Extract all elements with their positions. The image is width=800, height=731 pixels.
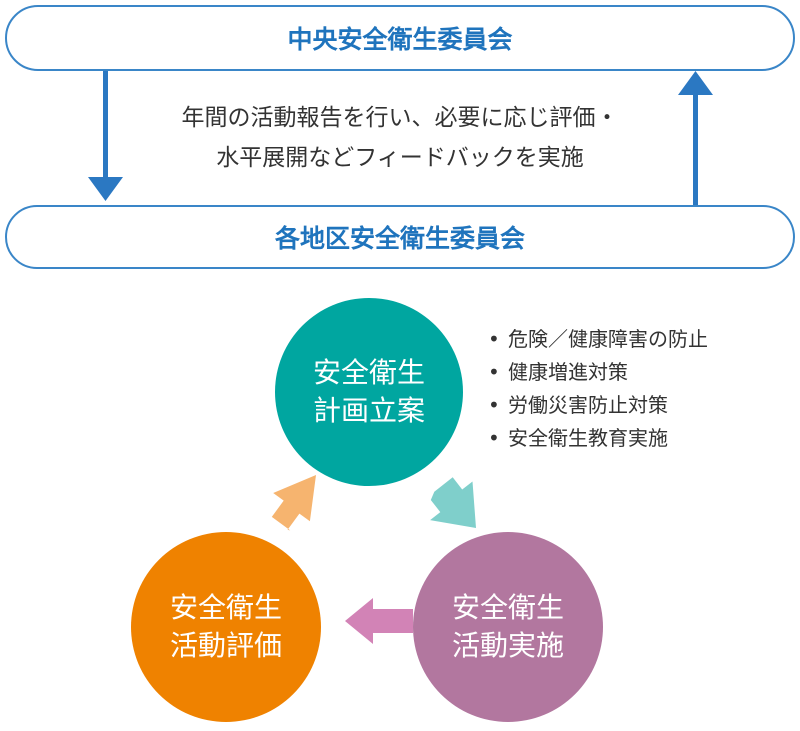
evaluate-circle: 安全衛生 活動評価: [131, 532, 321, 722]
bullet-icon: •: [488, 393, 500, 417]
regional-committee-box: 各地区安全衛生委員会: [5, 205, 795, 269]
do-to-evaluate-arrow: [345, 598, 413, 644]
up-arrow: [678, 71, 713, 205]
plan-to-do-arrow: [430, 477, 476, 528]
central-committee-label: 中央安全衛生委員会: [287, 25, 513, 54]
do-label-line-2: 活動実施: [451, 629, 564, 662]
regional-committee-label: 各地区安全衛生委員会: [274, 224, 525, 253]
plan-label-line-1: 安全衛生: [312, 356, 425, 389]
bullet-icon: •: [488, 426, 500, 450]
feedback-description: 年間の活動報告を行い、必要に応じ評価・ 水平展開などフィードバックを実施: [0, 98, 800, 178]
do-label-line-1: 安全衛生: [451, 591, 564, 624]
plan-circle: 安全衛生 計画立案: [275, 298, 463, 486]
central-committee-box: 中央安全衛生委員会: [5, 5, 795, 71]
plan-label-line-2: 計画立案: [312, 394, 425, 427]
evaluate-to-plan-arrow: [271, 475, 316, 531]
list-item: •安全衛生教育実施: [488, 422, 708, 455]
committee-flow-arrows: [88, 71, 713, 205]
plan-measures-list: •危険／健康障害の防止 •健康増進対策 •労働災害防止対策 •安全衛生教育実施: [488, 323, 708, 455]
evaluate-label-line-2: 活動評価: [169, 629, 282, 662]
bullet-icon: •: [488, 327, 500, 351]
feedback-line-2: 水平展開などフィードバックを実施: [216, 145, 584, 171]
evaluate-label-line-1: 安全衛生: [169, 591, 282, 624]
feedback-line-1: 年間の活動報告を行い、必要に応じ評価・: [181, 105, 619, 131]
list-item: •労働災害防止対策: [488, 389, 708, 422]
list-item: •健康増進対策: [488, 356, 708, 389]
list-item: •危険／健康障害の防止: [488, 323, 708, 356]
bullet-icon: •: [488, 360, 500, 384]
down-arrow: [88, 71, 123, 201]
do-circle: 安全衛生 活動実施: [413, 532, 603, 722]
